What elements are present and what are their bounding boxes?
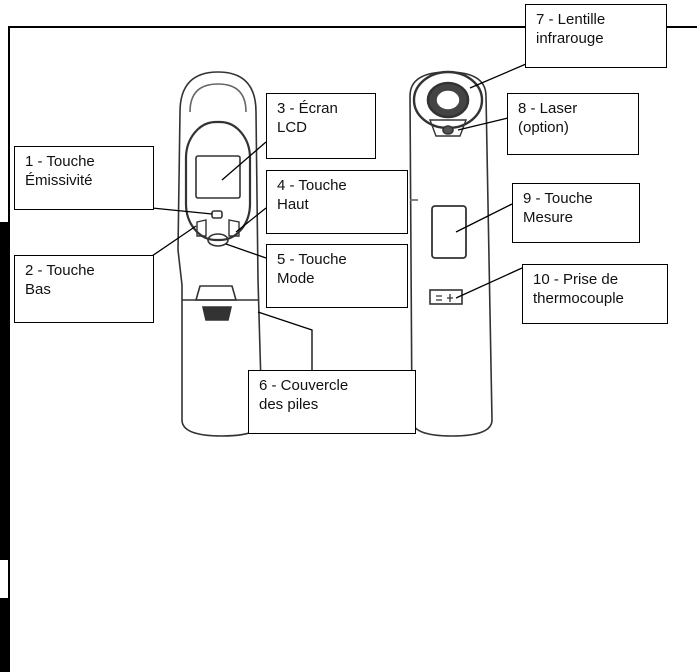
front-device-inner-edge (189, 83, 247, 113)
callout-line: 2 - Touche (25, 262, 95, 279)
callout-line: infrarouge (536, 30, 604, 47)
callout-touche-bas: 2 - Touche Bas (14, 255, 154, 323)
leader-lens (469, 63, 527, 89)
leader-lcd (221, 141, 267, 181)
up-key (228, 219, 240, 237)
callout-line: 10 - Prise de (533, 271, 619, 288)
down-key (196, 219, 207, 237)
laser-dot (442, 125, 454, 135)
callout-touche-mode: 5 - Touche Mode (266, 244, 408, 308)
callout-line: Haut (277, 196, 309, 213)
lens-core (435, 89, 461, 111)
side-device-body (409, 71, 493, 437)
callout-line: 3 - Écran (277, 100, 338, 117)
lcd-screen (195, 155, 241, 199)
leader-battery (257, 311, 313, 372)
laser-aperture (428, 119, 468, 137)
callout-line: thermocouple (533, 290, 624, 307)
mode-key (207, 233, 229, 247)
frame-left-line (8, 26, 10, 672)
socket-pins (436, 294, 453, 302)
callout-line: des piles (259, 396, 319, 413)
callout-line: 6 - Couvercle (259, 377, 349, 394)
leader-emissivity (151, 207, 213, 215)
battery-cover-notch (201, 306, 233, 321)
leader-down (151, 225, 197, 257)
leader-laser (457, 117, 509, 131)
left-black-band-upper (0, 222, 8, 560)
measure-key (431, 205, 467, 259)
emissivity-key (211, 210, 223, 219)
callout-touche-mesure: 9 - Touche Mesure (512, 183, 640, 243)
callout-line: Émissivité (25, 172, 93, 189)
display-bezel (184, 120, 252, 242)
left-black-band-lower (0, 598, 8, 672)
callout-ecran-lcd: 3 - Écran LCD (266, 93, 376, 159)
frame-top-line-right (667, 26, 697, 28)
battery-cover-latch-outline (194, 285, 238, 301)
callout-laser: 8 - Laser (option) (507, 93, 639, 155)
callout-line: Mesure (523, 209, 574, 226)
callout-line: Bas (25, 281, 51, 298)
callout-line: 9 - Touche (523, 190, 593, 207)
thermocouple-socket (429, 289, 463, 305)
frame-top-line (8, 26, 528, 28)
leader-mode (225, 243, 267, 259)
front-device-body (177, 71, 263, 437)
callout-line: (option) (518, 119, 569, 136)
callout-line: 1 - Touche (25, 153, 95, 170)
callout-line: 4 - Touche (277, 177, 347, 194)
callout-couvercle-piles: 6 - Couvercle des piles (248, 370, 416, 434)
callout-touche-emissivite: 1 - Touche Émissivité (14, 146, 154, 210)
callout-lentille-infrarouge: 7 - Lentille infrarouge (525, 4, 667, 68)
callout-line: 8 - Laser (518, 100, 578, 117)
leader-thermocouple (455, 267, 523, 299)
callout-line: 5 - Touche (277, 251, 347, 268)
callout-line: 7 - Lentille (536, 11, 606, 28)
callout-touche-haut: 4 - Touche Haut (266, 170, 408, 234)
leader-measure (455, 203, 513, 233)
leader-up (235, 207, 267, 233)
callout-prise-thermocouple: 10 - Prise de thermocouple (522, 264, 668, 324)
callout-line: LCD (277, 119, 308, 136)
callout-line: Mode (277, 270, 315, 287)
